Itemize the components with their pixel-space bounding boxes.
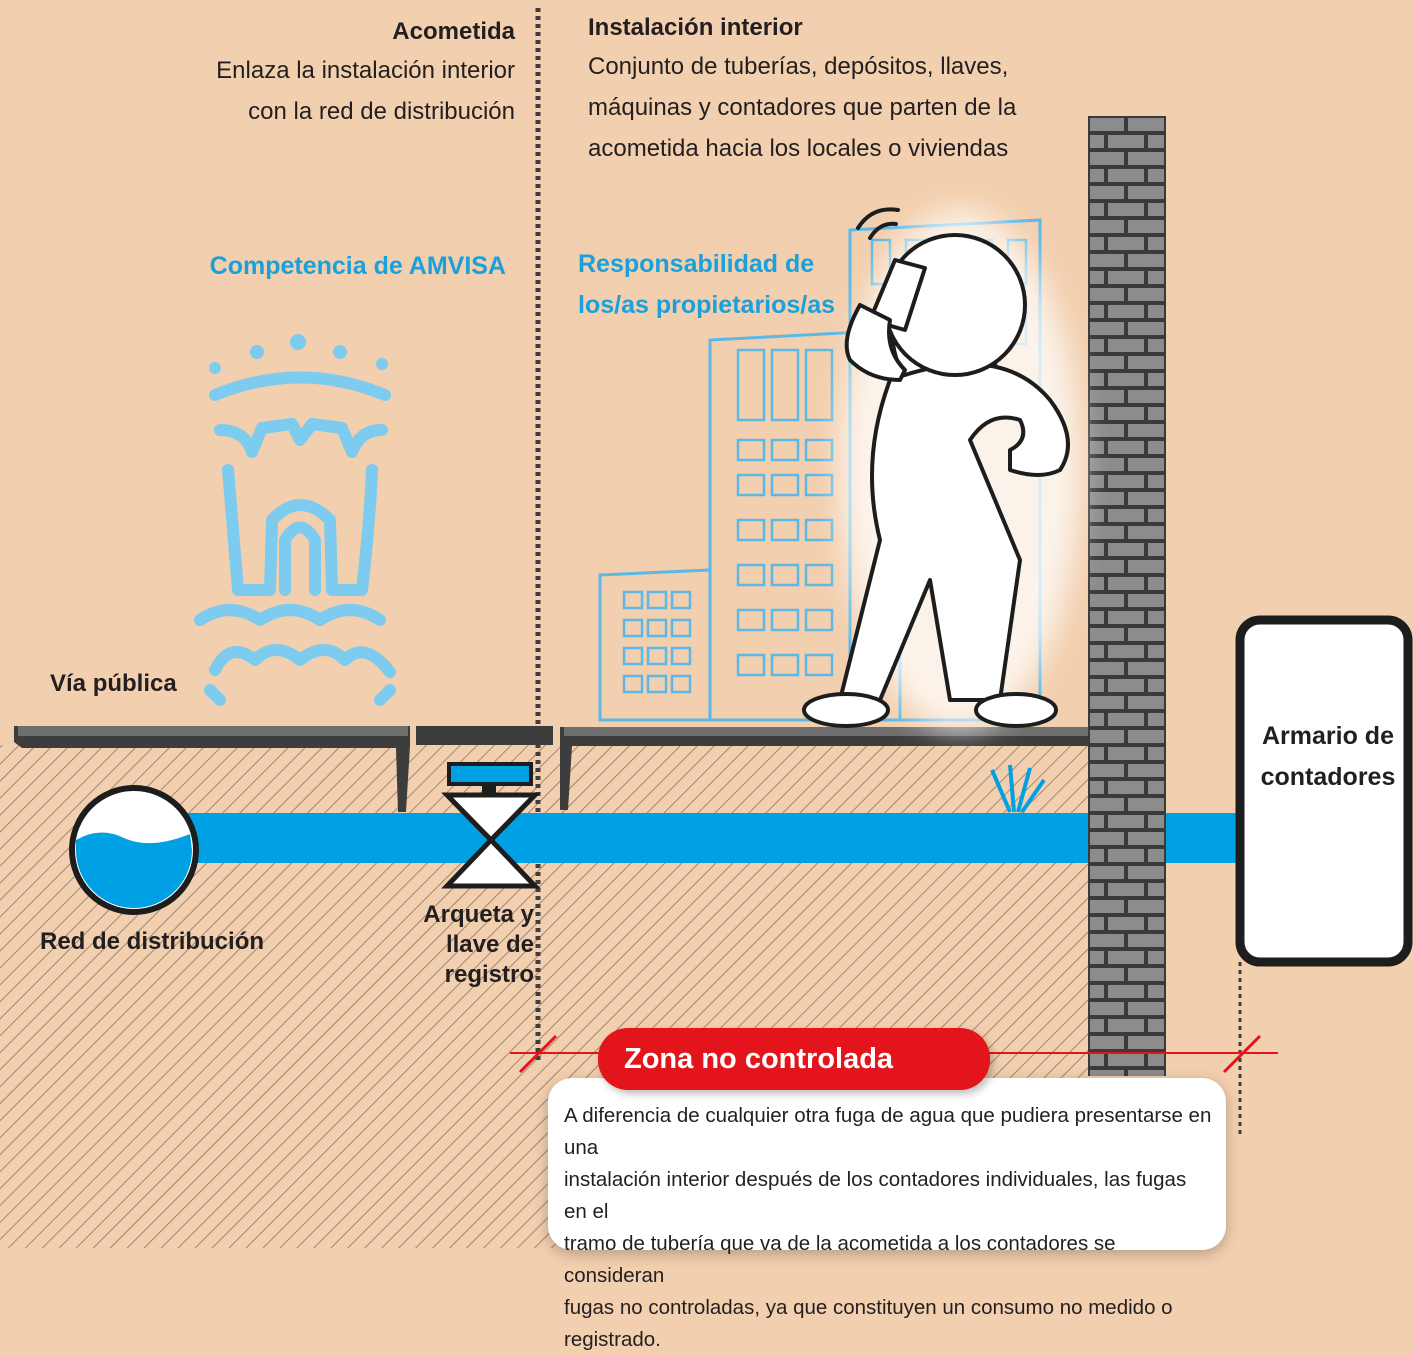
street-slabs	[14, 726, 1092, 812]
armario-label: Armario de contadores	[1248, 716, 1408, 798]
zone-note-line-1: A diferencia de cualquier otra fuga de a…	[564, 1104, 1212, 1159]
responsabilidad-line-1: Responsabilidad de	[578, 250, 815, 278]
interior-line-2: máquinas y contadores que parten de la	[588, 94, 1017, 121]
zone-title-badge: Zona no controlada	[598, 1028, 990, 1090]
interior-line-3: acometida hacia los locales o viviendas	[588, 135, 1009, 162]
acometida-block: Acometida Enlaza la instalación interior…	[180, 14, 515, 132]
responsabilidad-line-2: los/as propietarios/as	[578, 291, 836, 319]
amvisa-logo	[194, 334, 396, 706]
brick-wall	[1088, 116, 1166, 1076]
acometida-line-1: Enlaza la instalación interior	[216, 57, 515, 84]
arqueta-line-2: llave de	[445, 931, 534, 958]
interior-line-1: Conjunto de tuberías, depósitos, llaves,	[588, 53, 1009, 80]
acometida-line-2: con la red de distribución	[248, 98, 515, 125]
zone-note-line-3: tramo de tubería que va de la acometida …	[564, 1232, 1116, 1287]
water-pipe	[150, 813, 1240, 863]
arqueta-line-1: Arqueta y	[423, 901, 534, 928]
distribution-main	[69, 785, 199, 915]
zone-note-line-4: fugas no controladas, ya que constituyen…	[564, 1296, 1173, 1351]
registry-valve	[441, 762, 541, 889]
zone-note-line-2: instalación interior después de los cont…	[564, 1168, 1187, 1223]
interior-title: Instalación interior	[588, 14, 803, 41]
zone-note: A diferencia de cualquier otra fuga de a…	[548, 1078, 1226, 1351]
person-on-phone	[802, 207, 1080, 730]
via-publica-label: Vía pública	[50, 670, 177, 697]
armario-line-2: contadores	[1260, 763, 1396, 791]
competencia-label: Competencia de AMVISA	[209, 252, 506, 280]
interior-block: Instalación interior Conjunto de tubería…	[588, 10, 1088, 169]
responsabilidad-block: Responsabilidad de los/as propietarios/a…	[578, 244, 878, 326]
arqueta-label: Arqueta y llave de registro	[400, 900, 534, 990]
armario-line-1: Armario de	[1262, 722, 1394, 750]
acometida-title: Acometida	[392, 18, 515, 45]
meter-cabinet	[1235, 615, 1413, 967]
arqueta-line-3: registro	[444, 961, 534, 988]
leak-splash	[990, 764, 1046, 814]
water-installation-diagram	[0, 8, 1414, 1248]
red-distribucion-label: Red de distribución	[40, 928, 265, 955]
